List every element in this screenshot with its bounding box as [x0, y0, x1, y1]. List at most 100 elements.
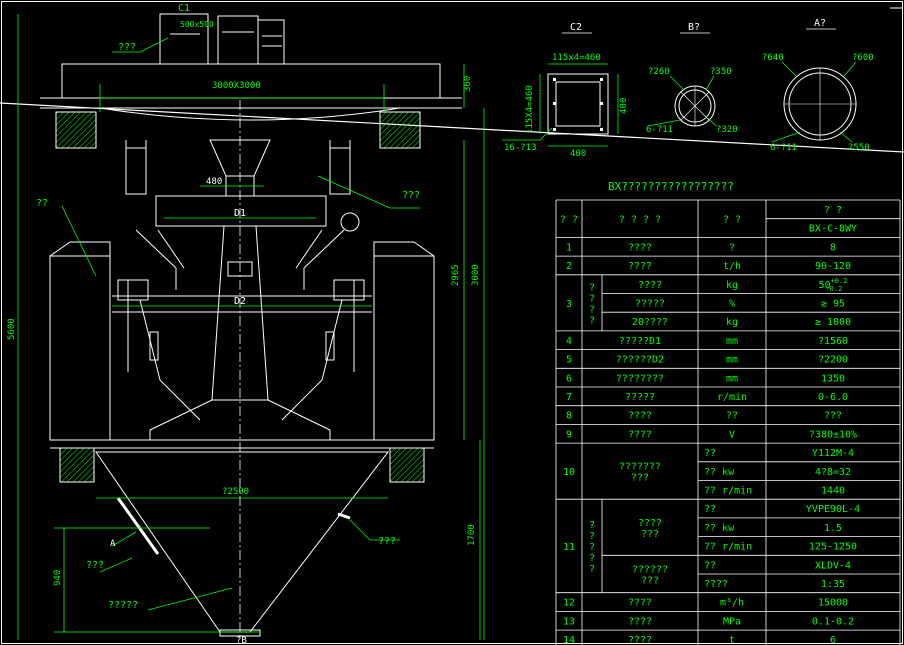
table-cell-value: 1:35	[821, 579, 845, 590]
table-cell-name: ?????????	[632, 565, 668, 587]
leaders	[61, 37, 420, 611]
support-block-bottom-left	[59, 447, 95, 483]
table-cell-name: ???????	[638, 518, 662, 540]
a-label-640: ?640	[762, 53, 784, 63]
dim-5600: 5600	[7, 318, 17, 340]
a-label-holes: 6-?11	[770, 143, 797, 153]
table-cell-no: 2	[566, 261, 572, 272]
c2-dim-left: 115X4=460	[525, 85, 535, 134]
table-cell-name: ?????	[625, 392, 655, 403]
table-cell-value: 1440	[821, 486, 845, 497]
table-cell-unit: m³/h	[720, 598, 744, 609]
lower-bin	[95, 451, 390, 633]
detail-a: A? ?640 ?600 6-?11 ?550	[762, 18, 874, 153]
table-cell-unit: ??	[704, 560, 716, 571]
table-cell-name: ????	[628, 411, 652, 422]
dim-2500: ?2500	[222, 487, 249, 497]
table-cell-unit: ??	[704, 504, 716, 515]
table-cell-value: 8	[830, 242, 836, 253]
c2-dim-top: 115x4=460	[552, 53, 601, 63]
detail-b: B? ?260 ?350 6-?11 ?320	[646, 22, 738, 135]
label-right-1: ???	[402, 190, 420, 201]
machine-dimensions	[17, 14, 485, 640]
b-label-320: ?320	[716, 125, 738, 135]
detail-b-title: B?	[688, 22, 700, 33]
table-cell-value: 1.5	[824, 523, 842, 534]
table-cell-no: 13	[563, 616, 575, 627]
table-cell-no: 3	[566, 299, 572, 310]
section-cut-line	[0, 102, 904, 153]
table-header-model: BX-C-8WY	[809, 224, 857, 235]
table-cell-value: ?1560	[818, 336, 848, 347]
table-cell-unit: ?? r/min	[704, 486, 752, 497]
table-cell-name: ????	[628, 635, 652, 645]
a-label-550: ?550	[848, 143, 870, 153]
label-top-left: ???	[118, 42, 136, 53]
table-cell-unit: %	[729, 299, 735, 310]
table-cell-unit: ?	[729, 242, 735, 253]
enclosure-left	[49, 241, 111, 441]
table-cell-value: 1350	[821, 373, 845, 384]
table-cell-value: 0.1-0.2	[812, 616, 854, 627]
table-cell-name: ??????D2	[616, 355, 664, 366]
table-cell-no: 4	[566, 336, 572, 347]
table-cell-unit: ????	[704, 579, 728, 590]
table-cell-value: 0-6.0	[818, 392, 848, 403]
table-cell-group: ?????	[589, 520, 595, 575]
dim-480: 480	[206, 177, 222, 187]
table-cell-no: 12	[563, 598, 575, 609]
table-cell-unit: V	[729, 429, 735, 440]
table-cell-value: 15000	[818, 598, 848, 609]
table-header-unit: ? ?	[723, 215, 741, 226]
dim-360: 360	[463, 76, 473, 92]
label-left-frame: ??	[36, 198, 48, 209]
support-block-bottom-right	[389, 447, 425, 483]
table-cell-no: 14	[563, 635, 575, 645]
machine-labels: C1 500x500 ??? 3000X3000 360 480 D1 D2 ?…	[7, 3, 481, 645]
table-cell-value: 50+0.2-0.2	[819, 277, 848, 293]
table-cell-value: YVPE90L-4	[806, 504, 860, 515]
table-cell-no: 10	[563, 467, 575, 478]
table-cell-no: 8	[566, 411, 572, 422]
c2-label-holes: 16-?13	[504, 143, 537, 153]
table-cell-no: 6	[566, 373, 572, 384]
b-label-350: ?350	[710, 67, 732, 77]
table-cell-unit: t/h	[723, 261, 741, 272]
table-cell-unit: ?? kw	[704, 523, 735, 534]
dim-1700: 1700	[467, 524, 477, 546]
label-left-hopper: ???	[86, 560, 104, 571]
label-d1: D1	[234, 208, 246, 219]
table-cell-name: ????	[628, 261, 652, 272]
table-cell-name: ?????	[635, 299, 665, 310]
dim-940: 940	[53, 570, 63, 586]
table-cell-no: 5	[566, 355, 572, 366]
table-header-no: ? ?	[560, 215, 578, 226]
table-cell-unit: mm	[726, 373, 738, 384]
table-cell-unit: MPa	[723, 616, 741, 627]
table-cell-value: ?380±10%	[809, 429, 857, 440]
label-d2: D2	[234, 296, 246, 307]
detail-c2: C2 115x4=460 115X4=460 400 400 16-?13	[502, 22, 629, 159]
table-cell-value: ≥ 1000	[815, 317, 851, 328]
top-motor-unit	[217, 15, 259, 65]
table-cell-group: ????	[589, 282, 595, 326]
dim-3000: 3000	[471, 264, 481, 286]
table-title: BX?????????????????	[608, 180, 734, 193]
table-cell-value: XLDV-4	[815, 560, 851, 571]
table-cell-value: ≥ 95	[821, 299, 845, 310]
table-cell-no: 7	[566, 392, 572, 403]
detail-a-title: A?	[814, 18, 826, 29]
label-c1-size: 500x500	[180, 20, 214, 29]
dim-2965: 2965	[451, 264, 461, 286]
label-platform: 3000X3000	[212, 81, 261, 91]
machine-elevation	[40, 13, 462, 637]
table-cell-name: ????	[628, 598, 652, 609]
b-label-260: ?260	[648, 67, 670, 77]
enclosure-right	[373, 241, 435, 441]
table-cell-unit: ??	[726, 411, 738, 422]
table-cell-unit: ?? r/min	[704, 542, 752, 553]
table-cell-name: ????	[628, 616, 652, 627]
table-cell-unit: mm	[726, 355, 738, 366]
table-header-param: ? ?	[824, 205, 842, 216]
